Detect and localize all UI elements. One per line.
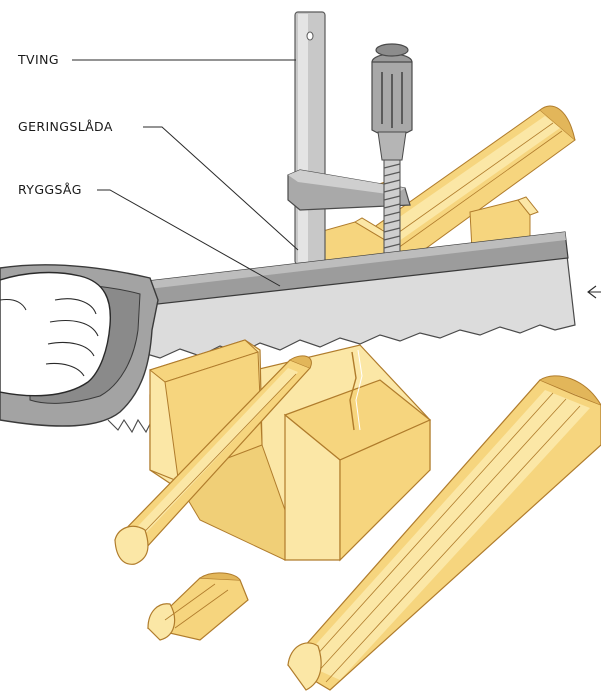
label-tving: TVING	[17, 52, 59, 67]
long-molding	[287, 375, 601, 691]
miter-box	[148, 339, 432, 562]
clamp-handle	[371, 43, 413, 161]
cut-off-piece	[146, 572, 249, 641]
clamp-screw	[379, 159, 403, 264]
clamp-hole	[306, 31, 314, 41]
clamp	[287, 11, 413, 265]
label-geringslada: GERINGSLÅDA	[18, 119, 113, 134]
ryggsag-leader-line	[97, 189, 281, 287]
molding-in-box	[114, 355, 312, 565]
label-ryggsag: RYGGSÅG	[18, 182, 82, 197]
gloved-hand	[0, 271, 112, 397]
back-molding-strip	[369, 105, 576, 261]
callout-leaders	[72, 59, 299, 287]
geringslada-leader-line	[143, 126, 299, 251]
saw-kerf	[349, 351, 357, 431]
left-arrow-icon	[587, 285, 601, 299]
